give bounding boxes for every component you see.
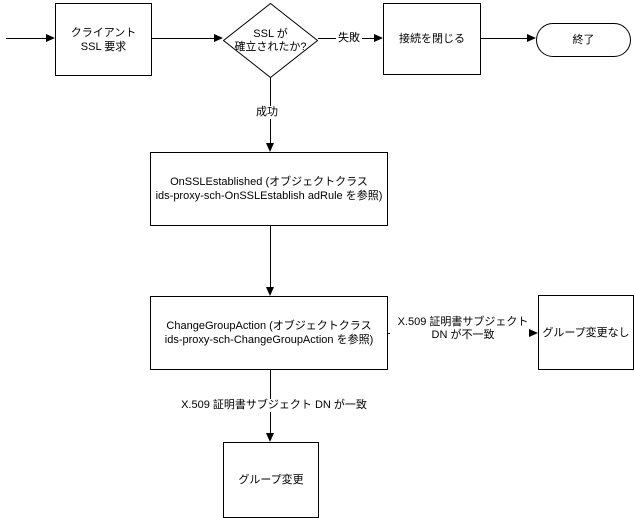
arrowhead-right-icon	[529, 329, 538, 337]
node-label-line: クライアント	[70, 26, 137, 39]
arrowhead-right-icon	[374, 34, 383, 42]
node-label-line: グループ変更なし	[542, 326, 630, 339]
node-label-line: ids-proxy-sch-ChangeGroupAction を参照)	[164, 334, 374, 346]
node-client-ssl-request: クライアント SSL 要求	[55, 3, 152, 76]
node-label-line: SSL 要求	[80, 40, 127, 53]
node-on-ssl-established: OnSSLEstablished (オブジェクトクラス ids-proxy-sc…	[150, 152, 388, 226]
decision-diamond-shape	[223, 3, 318, 78]
node-group-change: グループ変更	[223, 442, 319, 518]
connector-close-to-end	[481, 38, 527, 39]
arrowhead-down-icon	[266, 433, 274, 442]
connector-onssl-to-changegroup	[270, 226, 271, 287]
node-end-terminator: 終了	[536, 23, 631, 57]
node-label-line: ids-proxy-sch-OnSSLEstablish adRule を参照)	[155, 190, 383, 202]
node-label-line: 終了	[572, 34, 595, 46]
connector-client-to-decision	[151, 38, 214, 39]
node-label-line: ChangeGroupAction (オブジェクトクラス	[166, 320, 372, 332]
node-label-line: グループ変更	[238, 474, 304, 486]
arrowhead-right-icon	[46, 34, 55, 42]
edge-label-dn-match: X.509 証明書サブジェクト DN が一致	[174, 399, 374, 412]
arrowhead-down-icon	[266, 143, 274, 152]
node-label-line: 確立されたか?	[234, 40, 307, 53]
decision-label: SSL が 確立されたか?	[223, 3, 318, 78]
edge-label-dn-mismatch: X.509 証明書サブジェクト DN が不一致	[390, 316, 536, 342]
edge-label-success: 成功	[254, 106, 280, 119]
edge-label-line: DN が不一致	[431, 329, 495, 341]
node-label-line: SSL が	[253, 27, 288, 40]
edge-label-line: X.509 証明書サブジェクト	[397, 316, 529, 328]
node-label-line: OnSSLEstablished (オブジェクトクラス	[170, 176, 368, 188]
node-no-group-change: グループ変更なし	[538, 295, 634, 370]
node-ssl-established-decision: SSL が 確立されたか?	[223, 3, 318, 78]
node-change-group-action: ChangeGroupAction (オブジェクトクラス ids-proxy-s…	[150, 296, 388, 370]
edge-label-failure: 失敗	[336, 32, 362, 45]
node-close-connection: 接続を閉じる	[383, 3, 481, 75]
arrowhead-right-icon	[214, 34, 223, 42]
connector-start	[6, 38, 47, 39]
arrowhead-down-icon	[266, 287, 274, 296]
arrowhead-right-icon	[527, 34, 536, 42]
node-label-line: 接続を閉じる	[399, 33, 465, 45]
